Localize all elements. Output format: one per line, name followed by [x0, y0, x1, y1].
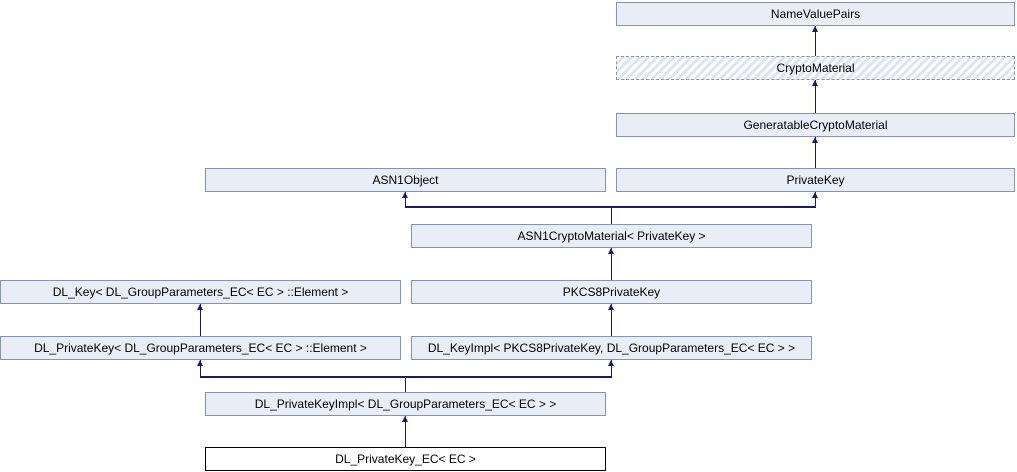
arrowhead-up-icon — [812, 80, 818, 86]
edge-line — [814, 80, 817, 113]
node-generatablecryptomaterial[interactable]: GeneratableCryptoMaterial — [616, 113, 1015, 137]
node-dl-privatekey-ec: DL_PrivateKey_EC< EC > — [205, 447, 606, 471]
arrowhead-up-icon — [812, 26, 818, 32]
edge-line — [199, 304, 202, 336]
node-cryptomaterial[interactable]: CryptoMaterial — [616, 56, 1015, 80]
arrowhead-up-icon — [608, 304, 614, 310]
node-label: CryptoMaterial — [776, 61, 855, 75]
node-asn1cryptomaterial[interactable]: ASN1CryptoMaterial< PrivateKey > — [411, 224, 812, 248]
node-dl-key[interactable]: DL_Key< DL_GroupParameters_EC< EC > ::El… — [0, 280, 401, 304]
edge-line — [405, 206, 816, 208]
node-label: PKCS8PrivateKey — [562, 285, 661, 299]
edge-line — [404, 416, 407, 447]
edge-line — [200, 376, 612, 378]
node-label: DL_PrivateKey_EC< EC > — [335, 452, 476, 466]
node-asn1object[interactable]: ASN1Object — [205, 168, 606, 192]
node-label: ASN1CryptoMaterial< PrivateKey > — [517, 229, 706, 243]
node-label: DL_Key< DL_GroupParameters_EC< EC > ::El… — [52, 285, 349, 299]
node-label: ASN1Object — [372, 173, 439, 187]
node-pkcs8privatekey[interactable]: PKCS8PrivateKey — [411, 280, 812, 304]
arrowhead-up-icon — [812, 137, 818, 143]
node-dl-privatekey[interactable]: DL_PrivateKey< DL_GroupParameters_EC< EC… — [0, 336, 401, 360]
node-namevaluepairs[interactable]: NameValuePairs — [616, 2, 1015, 26]
arrowhead-up-icon — [197, 360, 203, 366]
node-label: DL_PrivateKeyImpl< DL_GroupParameters_EC… — [254, 397, 557, 411]
arrowhead-up-icon — [608, 248, 614, 254]
node-label: NameValuePairs — [770, 7, 861, 21]
edge-line — [610, 248, 613, 280]
edge-line — [404, 376, 407, 392]
edge-line — [814, 192, 817, 207]
node-privatekey[interactable]: PrivateKey — [616, 168, 1015, 192]
arrowhead-up-icon — [197, 304, 203, 310]
node-dl-privatekeyimpl[interactable]: DL_PrivateKeyImpl< DL_GroupParameters_EC… — [205, 392, 606, 416]
edge-line — [814, 137, 817, 168]
node-dl-keyimpl[interactable]: DL_KeyImpl< PKCS8PrivateKey, DL_GroupPar… — [411, 336, 812, 360]
arrowhead-up-icon — [402, 192, 408, 198]
edge-line — [610, 304, 613, 336]
edge-line — [404, 192, 407, 207]
edge-line — [610, 360, 613, 377]
arrowhead-up-icon — [812, 192, 818, 198]
edge-line — [814, 26, 817, 56]
arrowhead-up-icon — [608, 360, 614, 366]
node-label: GeneratableCryptoMaterial — [743, 118, 888, 132]
node-label: DL_PrivateKey< DL_GroupParameters_EC< EC… — [34, 341, 367, 355]
edge-line — [610, 206, 613, 224]
node-label: DL_KeyImpl< PKCS8PrivateKey, DL_GroupPar… — [427, 341, 796, 355]
node-label: PrivateKey — [786, 173, 845, 187]
arrowhead-up-icon — [402, 416, 408, 422]
edge-line — [199, 360, 202, 377]
